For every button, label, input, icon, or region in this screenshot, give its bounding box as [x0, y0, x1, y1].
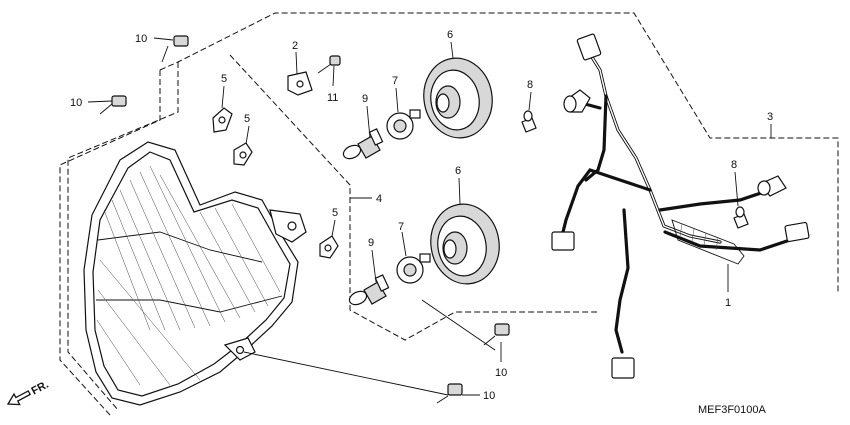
screw-left: [99, 95, 127, 115]
position-bulb-upper: [521, 110, 537, 133]
callout-5-upper: 5: [221, 73, 227, 85]
clip-2: [287, 71, 313, 96]
callout-3: 3: [767, 111, 773, 123]
callout-9-upper: 9: [362, 93, 368, 105]
dust-cover-lower: [430, 203, 500, 285]
callout-9-lower: 9: [368, 237, 374, 249]
front-label: FR.: [29, 379, 50, 398]
callout-6-lower: 6: [455, 165, 461, 177]
headlight-unit-drawing: [83, 141, 307, 406]
callout-11: 11: [327, 92, 338, 104]
callout-8-upper: 8: [527, 79, 533, 91]
callout-6-upper: 6: [447, 29, 453, 41]
front-direction-indicator: FR.: [6, 379, 51, 406]
assembly-outline: [59, 12, 839, 416]
socket-upper: [386, 109, 421, 140]
callout-1: 1: [725, 297, 731, 309]
diagram-code: MEF3F0100A: [698, 404, 767, 416]
callout-4: 4: [376, 193, 382, 205]
screw-top: [161, 35, 189, 63]
socket-lower: [396, 253, 431, 284]
callout-5-middle: 5: [244, 113, 250, 125]
callout-10-left: 10: [70, 97, 82, 109]
bulb-lower: [348, 274, 390, 306]
front-arrow-icon: [6, 390, 32, 406]
position-bulb-lower: [733, 206, 749, 229]
callout-7-upper: 7: [392, 75, 398, 87]
screw-11: [317, 55, 341, 74]
callout-10-bottom: 10: [483, 390, 495, 402]
screw-bottom: [436, 383, 463, 404]
callout-10-top: 10: [135, 33, 147, 45]
wire-harness: [551, 33, 810, 379]
callout-7-lower: 7: [398, 221, 404, 233]
adjuster-nuts: [212, 107, 339, 259]
callout-2: 2: [292, 40, 298, 52]
callout-5-lower: 5: [332, 207, 338, 219]
callout-10-right: 10: [495, 367, 507, 379]
screw-right: [483, 323, 510, 346]
bulb-upper: [342, 128, 384, 160]
dust-cover-upper: [423, 57, 493, 139]
callout-8-lower: 8: [731, 159, 737, 171]
leader-lines: [87, 37, 772, 396]
